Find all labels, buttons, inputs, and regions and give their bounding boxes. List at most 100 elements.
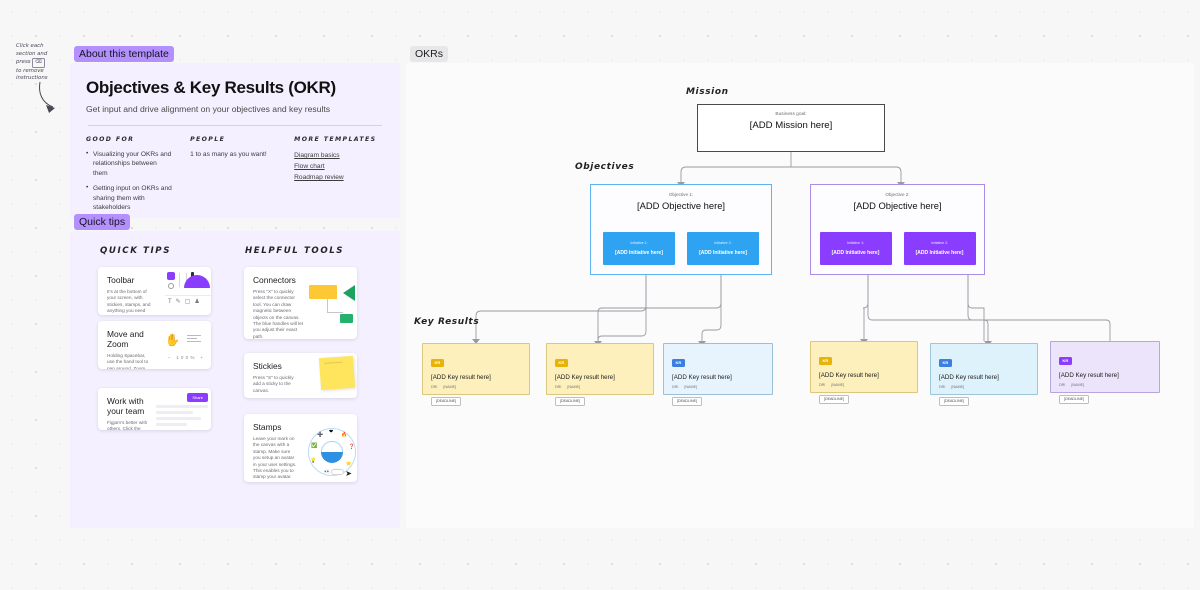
kr-dri-label: DRI (555, 385, 562, 389)
key-result-card[interactable]: KR [ADD Key result here] DRI [NAME] [DEA… (810, 341, 918, 404)
objective-caption: Objective 2: (885, 192, 910, 197)
hand-tool-icon: ✋ (165, 333, 180, 347)
backspace-key-icon: ⌫ (32, 58, 45, 68)
kr-deadline[interactable]: [DEADLINE] (431, 396, 461, 406)
connectors-illustration (309, 283, 355, 325)
kr-owner[interactable]: [NAME] (443, 385, 457, 389)
kr-title[interactable]: [ADD Key result here] (939, 374, 999, 381)
initiative-node[interactable]: Initiative 2: [ADD Initiative here] (903, 232, 976, 265)
green-triangle-shape (343, 285, 355, 301)
tip-body: Leave your mark on the canvas with a sta… (253, 436, 297, 480)
note-line-4: to remove (16, 67, 44, 74)
tip-title: Move and Zoom (107, 329, 144, 349)
tip-title: Stickies (253, 361, 282, 371)
kr-title[interactable]: [ADD Key result here] (1059, 372, 1119, 379)
list-item: Visualizing your OKRs and relationships … (86, 149, 172, 178)
mission-text[interactable]: [ADD Mission here] (749, 120, 833, 131)
question-stamp-icon: ❓ (348, 444, 355, 450)
about-template-frame[interactable]: About this template Objectives & Key Res… (70, 46, 400, 218)
stamp-toggle[interactable] (331, 469, 344, 475)
shape-icon: ▢ (184, 299, 191, 305)
initiative-text[interactable]: [ADD Initiative here] (915, 250, 964, 256)
frame-label-about[interactable]: About this template (74, 46, 174, 62)
kr-title[interactable]: [ADD Key result here] (431, 374, 491, 381)
kr-badge: KR (1059, 356, 1072, 365)
yellow-shape (309, 285, 337, 299)
kr-owner[interactable]: [NAME] (951, 385, 965, 389)
initiative-node[interactable]: Initiative 2: [ADD Initiative here] (687, 232, 759, 265)
sticky-tool-icon (167, 272, 175, 280)
objective-text[interactable]: [ADD Objective here] (853, 200, 942, 211)
column-more-templates: MORE TEMPLATES Diagram basics Flow chart… (294, 136, 384, 218)
row-placeholder (156, 423, 188, 426)
initiative-node[interactable]: Initiative 1: [ADD Initiative here] (819, 232, 892, 265)
tip-card-toolbar[interactable]: Toolbar It's at the bottom of your scree… (98, 267, 211, 315)
toolbar-illustration: T ✎ ▢ ♟ (165, 267, 211, 315)
key-result-card[interactable]: KR [ADD Key result here] DRI [NAME] [DEA… (1050, 341, 1160, 404)
text-tool-icon: T (168, 298, 172, 305)
kr-deadline[interactable]: [DEADLINE] (1059, 394, 1089, 404)
note-line-1: Click each (16, 43, 44, 49)
row-placeholder (156, 411, 194, 414)
link-diagram-basics[interactable]: Diagram basics (294, 152, 340, 159)
key-result-card[interactable]: KR [ADD Key result here] DRI [NAME] [DEA… (422, 343, 530, 406)
row-placeholder (156, 405, 208, 408)
link-roadmap-review[interactable]: Roadmap review (294, 174, 344, 181)
tip-body: It's at the bottom of your screen, with … (107, 289, 151, 314)
kr-deadline[interactable]: [DEADLINE] (939, 396, 969, 406)
kr-title[interactable]: [ADD Key result here] (819, 372, 879, 379)
kr-owner[interactable]: [NAME] (831, 383, 845, 387)
kr-owner[interactable]: [NAME] (684, 385, 698, 389)
kr-deadline[interactable]: [DEADLINE] (555, 396, 585, 406)
initiative-node[interactable]: Initiative 1: [ADD Initiative here] (603, 232, 675, 265)
zoom-control: − 100% + (167, 355, 205, 360)
key-result-card[interactable]: KR [ADD Key result here] DRI [NAME] [DEA… (546, 343, 654, 406)
link-flow-chart[interactable]: Flow chart (294, 163, 325, 170)
shape-tool-icon (168, 283, 174, 289)
curved-arrow-icon (39, 81, 55, 113)
stamp-ring (308, 428, 356, 476)
note-line-5: instructions (16, 75, 48, 82)
tip-card-connectors[interactable]: Connectors Press "X" to quickly select t… (244, 267, 357, 339)
tip-card-stickies[interactable]: Stickies Press "S" to quickly add a stic… (244, 353, 357, 398)
divider (88, 125, 382, 126)
instruction-note: Click each section and press ⌫ to remove… (16, 43, 78, 83)
key-result-card[interactable]: KR [ADD Key result here] DRI [NAME] [DEA… (663, 343, 773, 406)
frame-label-quick-tips[interactable]: Quick tips (74, 214, 131, 230)
label-key-results: Key Results (414, 317, 480, 327)
mission-node[interactable]: Business goal: [ADD Mission here] (697, 104, 885, 152)
tip-body: Press "X" to quickly select the connecto… (253, 289, 304, 339)
kr-owner[interactable]: [NAME] (567, 385, 581, 389)
motion-lines-icon (187, 334, 202, 345)
kr-deadline[interactable]: [DEADLINE] (672, 396, 702, 406)
kr-badge: KR (431, 358, 444, 367)
toolbar-strip: T ✎ ▢ ♟ (165, 295, 211, 307)
tip-card-stamps[interactable]: Stamps Leave your mark on the canvas wit… (244, 414, 357, 482)
kr-deadline[interactable]: [DEADLINE] (819, 394, 849, 404)
kr-owner[interactable]: [NAME] (1071, 383, 1085, 387)
tip-card-move-and-zoom[interactable]: Move and Zoom Holding Spacebar, use the … (98, 321, 211, 369)
kr-title[interactable]: [ADD Key result here] (555, 374, 615, 381)
stamps-illustration: ❤ 🔥 ❓ ⭐ 📊 👀 💡 ✅ ➕ ➤ (308, 428, 356, 478)
frame-label-okrs[interactable]: OKRs (410, 46, 449, 62)
initiative-text[interactable]: [ADD Initiative here] (615, 250, 663, 256)
tip-title: Toolbar (107, 275, 135, 285)
cursor-icon: ➤ (345, 469, 352, 478)
objective-node-1[interactable]: Objective 1: [ADD Objective here] Initia… (590, 184, 772, 275)
kr-badge: KR (555, 358, 568, 367)
kr-title[interactable]: [ADD Key result here] (672, 374, 732, 381)
initiative-caption: Initiative 2: (930, 241, 949, 245)
initiative-caption: Initiative 1: (846, 241, 865, 245)
key-result-card[interactable]: KR [ADD Key result here] DRI [NAME] [DEA… (930, 343, 1038, 406)
objective-node-2[interactable]: Objective 2: [ADD Objective here] Initia… (810, 184, 985, 275)
plus-stamp-icon: ➕ (317, 432, 324, 438)
label-mission: Mission (686, 87, 729, 97)
objective-text[interactable]: [ADD Objective here] (636, 200, 726, 211)
initiative-text[interactable]: [ADD Initiative here] (699, 250, 747, 256)
initiative-text[interactable]: [ADD Initiative here] (831, 250, 880, 256)
list-item: Getting input on OKRs and sharing them w… (86, 183, 172, 212)
pen-icon: ✎ (175, 299, 181, 305)
share-button[interactable]: Share (187, 393, 208, 402)
tip-card-work-with-team[interactable]: Work with your team Figjam's better with… (98, 388, 211, 430)
